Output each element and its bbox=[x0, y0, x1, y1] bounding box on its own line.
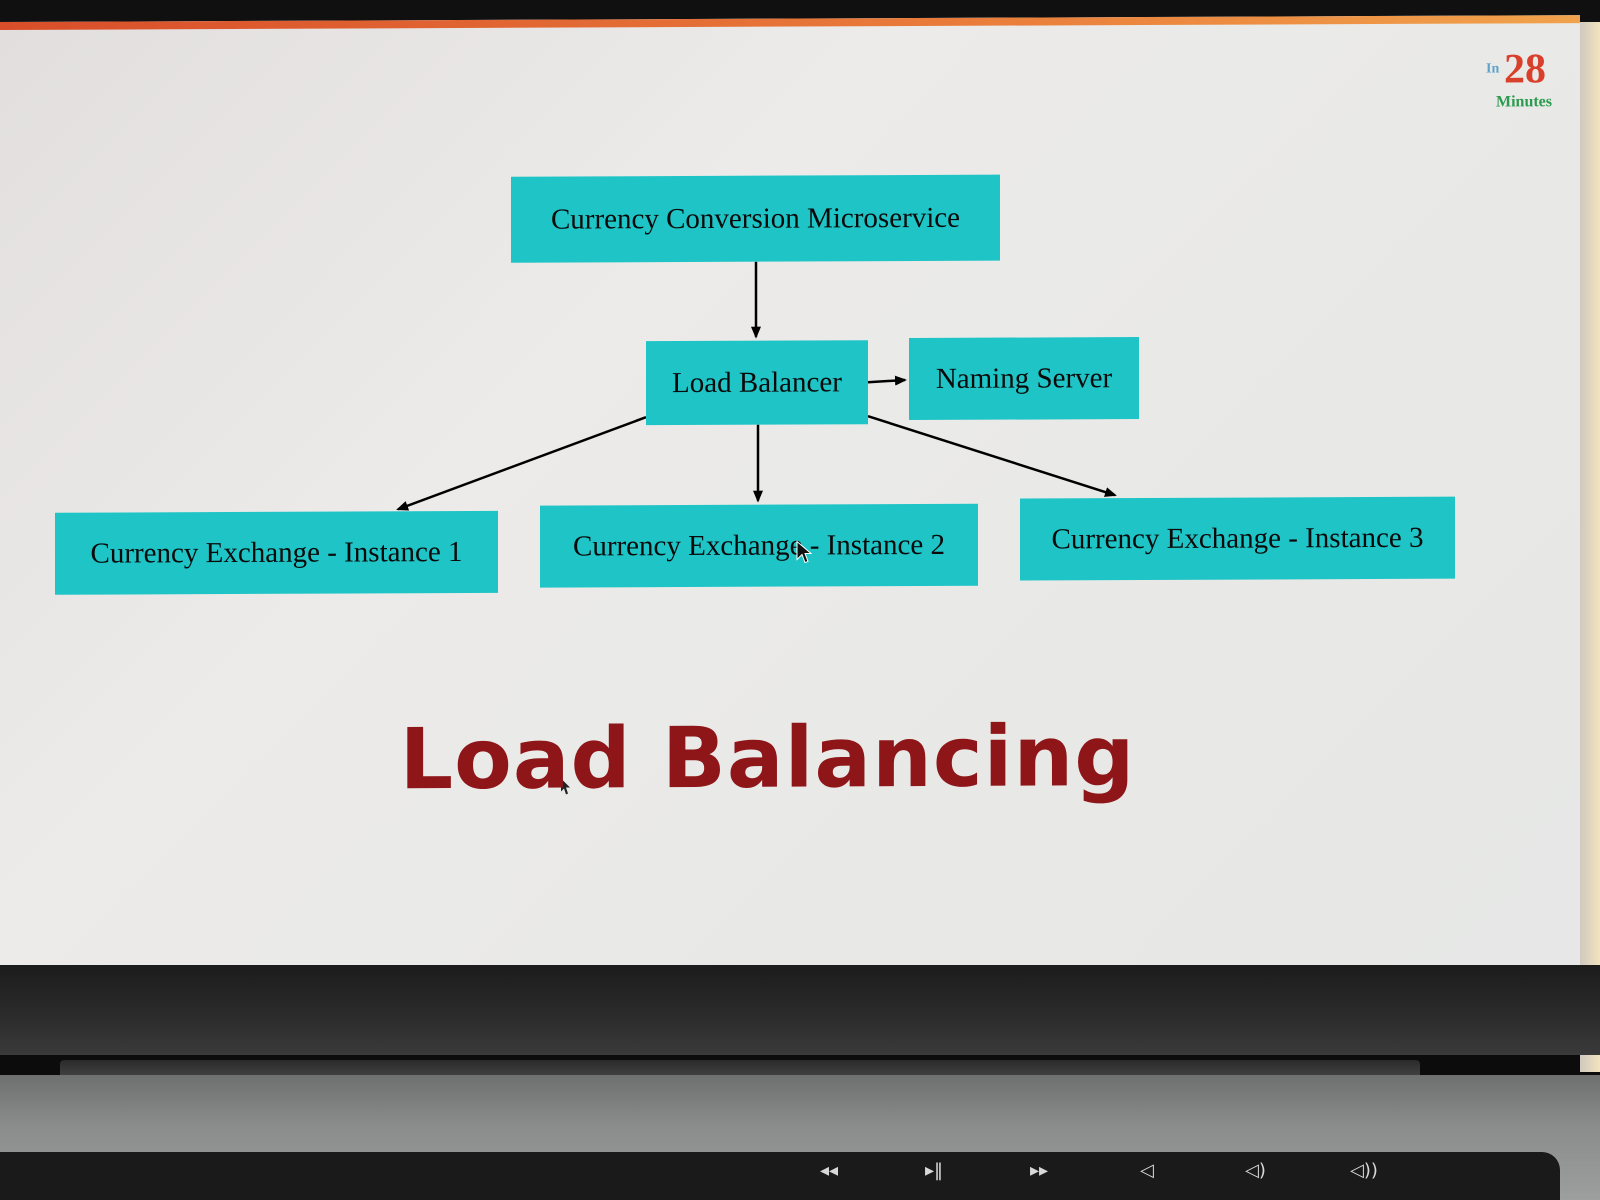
laptop-edge bbox=[1580, 22, 1600, 1072]
node-load-balancer: Load Balancer bbox=[646, 340, 868, 426]
node-naming-server: Naming Server bbox=[909, 337, 1139, 421]
node-currency-exchange-instance-2: Currency Exchange - Instance 2 bbox=[540, 503, 978, 588]
edge-balancer-to-instance-3 bbox=[867, 415, 1117, 497]
keyboard-function-row bbox=[0, 1152, 1560, 1200]
slide-title: Load Balancing bbox=[399, 707, 1136, 809]
edge-balancer-to-instance-1 bbox=[396, 416, 647, 511]
node-currency-exchange-instance-3: Currency Exchange - Instance 3 bbox=[1020, 496, 1455, 581]
mute-icon[interactable]: ◁ bbox=[1140, 1160, 1154, 1181]
volume-up-icon[interactable]: ◁)) bbox=[1350, 1160, 1378, 1181]
diagram-edges bbox=[396, 261, 1117, 511]
node-currency-conversion-microservice: Currency Conversion Microservice bbox=[511, 174, 1000, 263]
fast-forward-icon[interactable]: ▸▸ bbox=[1030, 1160, 1049, 1181]
play-pause-icon[interactable]: ▸‖ bbox=[925, 1160, 944, 1181]
rewind-icon[interactable]: ◂◂ bbox=[820, 1160, 839, 1181]
screen-bezel-bottom bbox=[0, 965, 1600, 1055]
volume-down-icon[interactable]: ◁) bbox=[1245, 1160, 1266, 1181]
node-currency-exchange-instance-1: Currency Exchange - Instance 1 bbox=[55, 510, 498, 595]
presentation-slide: In 28 Minutes Currency Conversion Micros… bbox=[0, 15, 1580, 973]
edge-balancer-to-naming bbox=[867, 375, 907, 386]
